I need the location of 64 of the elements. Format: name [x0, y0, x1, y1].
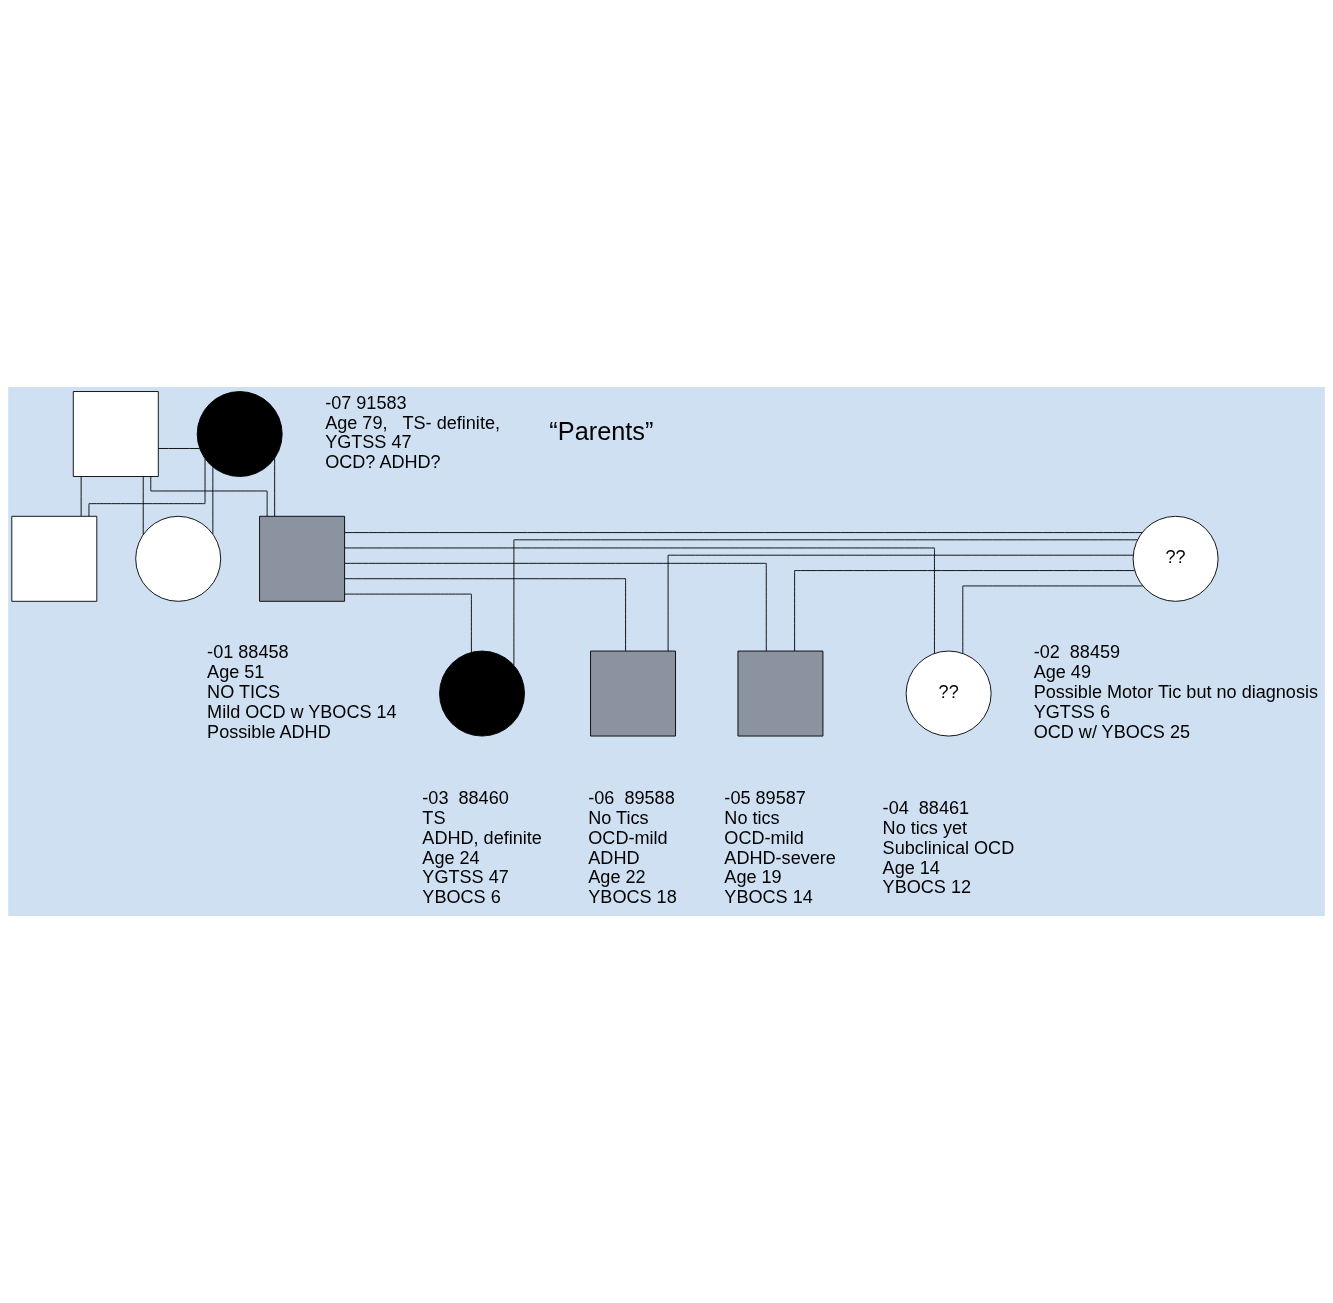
node-label: OCD w/ YBOCS 25 — [1033, 721, 1191, 742]
connector — [212, 466, 214, 535]
node-label: -02 88459 — [1033, 642, 1121, 663]
node-circle — [196, 391, 283, 477]
connector — [513, 539, 1138, 666]
label: “Parents” — [549, 417, 654, 446]
node-label: No tics yet — [882, 817, 968, 838]
connector — [344, 547, 935, 654]
node-label: Possible Motor Tic but no diagnosis — [1033, 682, 1319, 703]
node-label: YGTSS 47 — [422, 867, 509, 888]
node-circle — [439, 650, 525, 737]
node-label: Age 14 — [882, 857, 940, 878]
node-box — [72, 391, 159, 477]
node-label: Age 49 — [1033, 662, 1091, 683]
node-label: ADHD, definite — [422, 827, 542, 848]
node-label: Age 51 — [207, 662, 265, 683]
node-box — [11, 515, 98, 602]
connector — [962, 585, 1144, 654]
connector — [142, 476, 144, 536]
node-label: YBOCS 12 — [882, 877, 972, 898]
node-circle — [135, 515, 222, 602]
node-box — [737, 650, 824, 737]
node-box — [259, 515, 346, 602]
connector — [344, 578, 627, 652]
connector — [274, 457, 276, 517]
node-label: OCD-mild — [588, 827, 668, 848]
node-label: No tics — [724, 807, 780, 828]
node-circle: ?? — [1132, 515, 1219, 602]
node-circle: ?? — [905, 650, 992, 737]
node-label: No Tics — [588, 807, 649, 828]
node-label: ADHD — [588, 847, 640, 868]
connector — [344, 562, 767, 652]
connector — [158, 448, 200, 449]
node-label: ADHD-severe — [724, 847, 836, 868]
node-label: -06 89588 — [588, 787, 675, 808]
node-box — [590, 650, 676, 737]
connector — [88, 458, 206, 517]
connector — [150, 476, 268, 517]
node-label: Age 19 — [724, 867, 782, 888]
node-label: -04 88461 — [882, 797, 970, 818]
node-label: YGTSS 6 — [1033, 701, 1110, 722]
node-label: YBOCS 6 — [422, 887, 501, 908]
node-label: OCD-mild — [724, 827, 804, 848]
node-label: OCD? ADHD? — [325, 452, 441, 473]
node-label: NO TICS — [207, 682, 281, 703]
connector — [344, 593, 472, 653]
node-label: Age 79, TS- definite, — [325, 412, 500, 433]
node-label: -01 88458 — [207, 642, 289, 663]
connector — [794, 570, 1135, 652]
node-label: Mild OCD w YBOCS 14 — [207, 701, 397, 722]
connector — [344, 532, 1143, 534]
node-label: -07 91583 — [325, 392, 407, 413]
node-label: YGTSS 47 — [325, 432, 412, 453]
node-label: Age 22 — [588, 867, 646, 888]
node-label: YBOCS 14 — [724, 887, 813, 908]
connector — [80, 476, 82, 517]
node-label: YBOCS 18 — [588, 887, 677, 908]
node-label: -03 88460 — [422, 787, 509, 808]
node-label: TS — [422, 807, 446, 828]
node-label: -05 89587 — [724, 787, 806, 808]
connector — [667, 554, 1134, 652]
node-label: Age 24 — [422, 847, 480, 868]
node-label: Subclinical OCD — [882, 837, 1015, 858]
node-label: Possible ADHD — [207, 721, 331, 742]
